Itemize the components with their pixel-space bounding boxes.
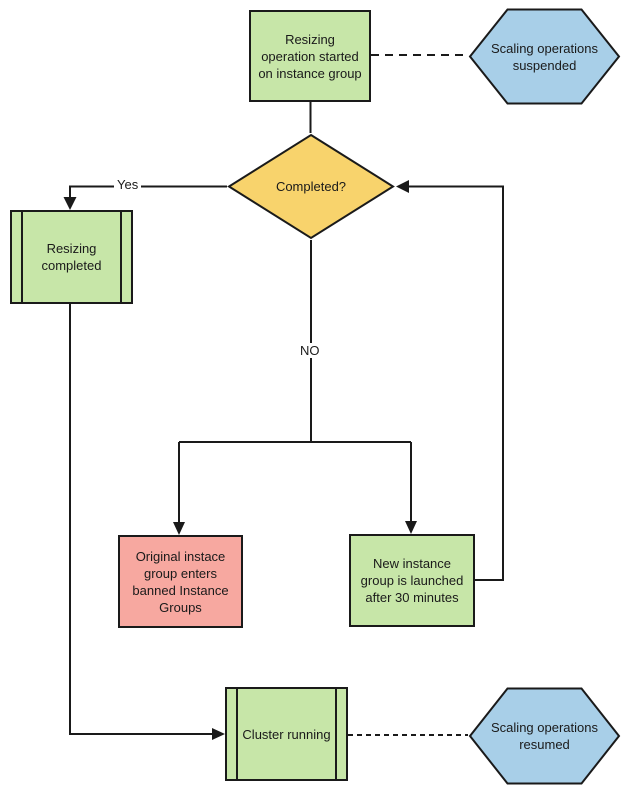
edge-return-to-completed <box>409 185 504 581</box>
edge-label-no: NO <box>297 343 323 358</box>
node-new-group: New instance group is launched after 30 … <box>349 534 475 627</box>
node-banned-groups-label: Original instace group enters banned Ins… <box>132 548 229 615</box>
node-scaling-resumed: Scaling operations resumed <box>468 687 621 785</box>
arrowheads <box>63 180 417 740</box>
rect-shape <box>249 10 371 102</box>
rect-shape <box>349 534 475 627</box>
arrowhead-into-banned <box>173 522 185 535</box>
node-new-group-label: New instance group is launched after 30 … <box>360 556 464 605</box>
hexagon-shape <box>468 687 621 785</box>
diamond-shape <box>227 133 395 240</box>
node-resizing-completed: Resizing completed <box>10 210 133 304</box>
node-scaling-suspended: Scaling operations suspended <box>468 8 621 105</box>
arrowhead-into-completed <box>396 180 409 193</box>
arrowhead-into-cluster <box>212 728 225 740</box>
node-resizing-started: Resizing operation started on instance g… <box>249 10 371 102</box>
node-resizing-started-label: Resizing operation started on instance g… <box>258 31 362 81</box>
node-cluster-running: Cluster running <box>225 687 348 781</box>
arrowhead-into-new-group <box>405 521 417 534</box>
node-banned-groups: Original instace group enters banned Ins… <box>118 535 243 628</box>
predefined-process-shape <box>225 687 348 781</box>
node-cluster-running-label: Cluster running <box>242 726 331 742</box>
arrowhead-into-resizing-completed <box>63 197 77 210</box>
edge-label-yes: Yes <box>114 177 142 192</box>
node-resizing-completed-label: Resizing completed <box>41 241 102 273</box>
edge-to-cluster <box>69 304 212 735</box>
rect-shape <box>118 535 243 628</box>
edge-no-branch <box>178 240 412 522</box>
node-completed-decision-label: Completed? <box>275 179 347 194</box>
hexagon-shape <box>468 8 621 105</box>
node-scaling-suspended-label: Scaling operations suspended <box>491 40 598 73</box>
predefined-process-shape <box>10 210 133 304</box>
node-completed-decision: Completed? <box>227 133 395 240</box>
edge-yes <box>69 185 227 197</box>
node-scaling-resumed-label: Scaling operations resumed <box>491 720 598 752</box>
flow-lines <box>69 54 504 736</box>
